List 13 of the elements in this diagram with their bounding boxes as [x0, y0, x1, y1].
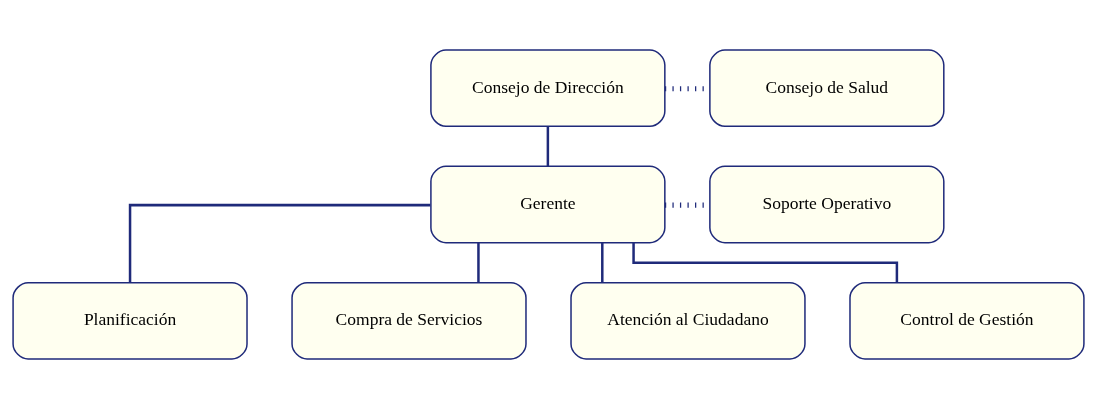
node-box: Soporte Operativo — [709, 165, 945, 244]
node-box: Planificación — [12, 281, 248, 360]
node-box: Atención al Ciudadano — [570, 281, 806, 360]
node-box: Consejo de Dirección — [430, 49, 666, 128]
node-box: Compra de Servicios — [291, 281, 527, 360]
connector — [546, 126, 550, 167]
connector — [477, 242, 480, 283]
node-box: Control de Gestión — [849, 281, 1085, 360]
node-box: Gerente — [430, 165, 666, 244]
node-box: Consejo de Salud — [709, 49, 945, 128]
connector — [601, 242, 604, 283]
connector — [128, 203, 431, 283]
connector — [632, 243, 899, 283]
